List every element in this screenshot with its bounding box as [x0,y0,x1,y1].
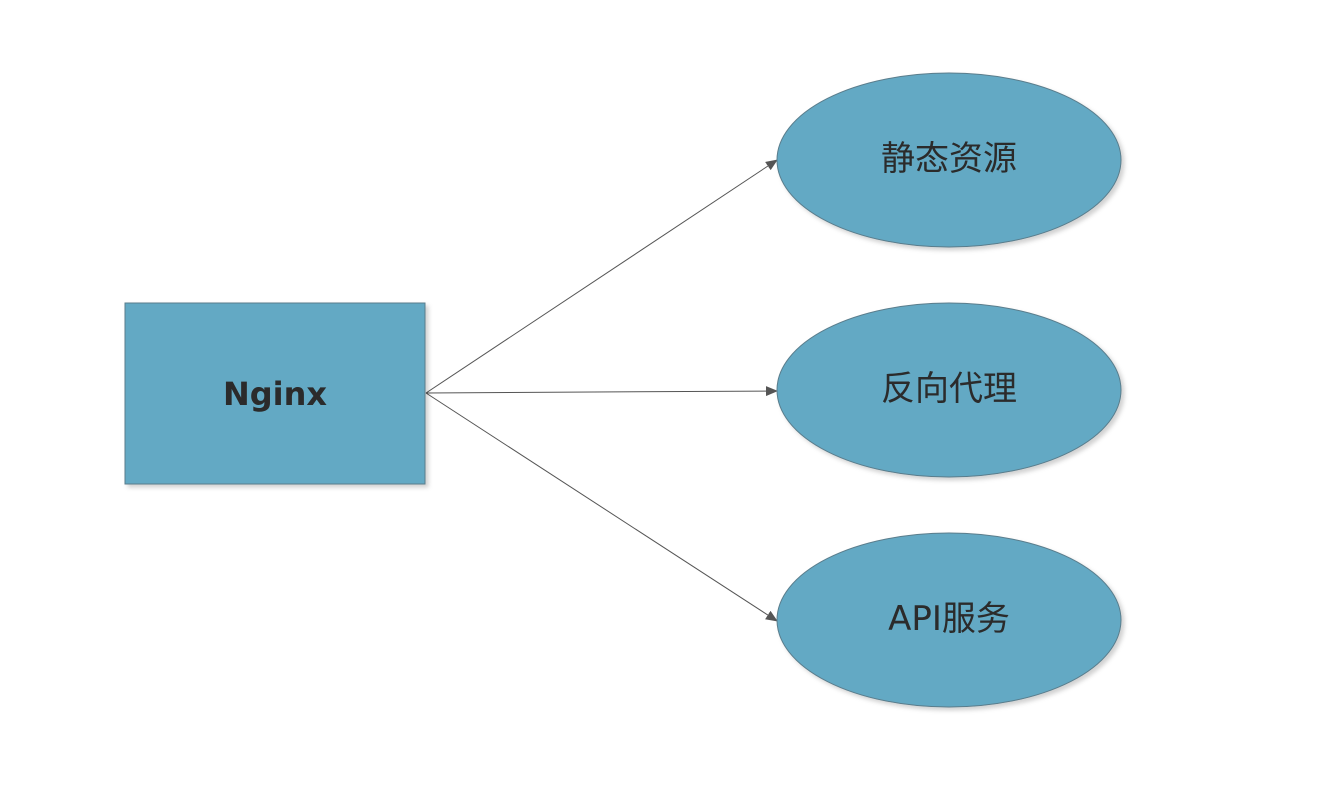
api-service-label: API服务 [888,599,1010,639]
reverse-proxy-label: 反向代理 [881,369,1017,409]
static-resources-node: 静态资源 [776,72,1122,248]
nginx-box [124,302,426,485]
nginx-node: Nginx [124,302,426,485]
nginx-label: Nginx [223,375,327,413]
edge-nginx-to-proxy [425,386,778,397]
edge-nginx-to-api [425,392,778,622]
api-service-ellipse [776,532,1122,708]
edge-nginx-to-static [425,159,778,394]
api-service-node: API服务 [776,532,1122,708]
reverse-proxy-node: 反向代理 [776,302,1122,478]
reverse-proxy-ellipse [776,302,1122,478]
static-resources-ellipse [776,72,1122,248]
static-resources-label: 静态资源 [881,139,1017,179]
